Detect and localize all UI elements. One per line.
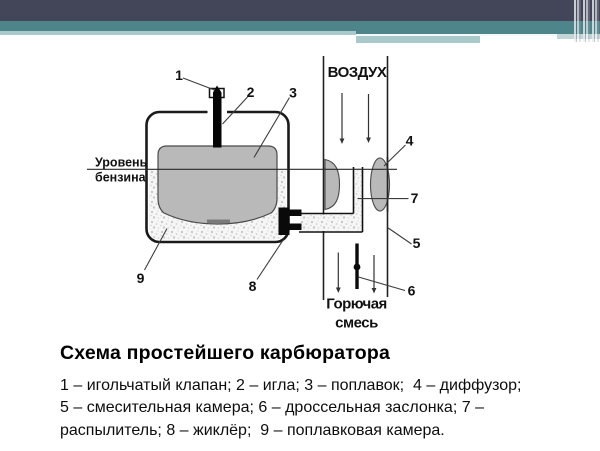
mixture-label-line2: смесь (335, 315, 378, 332)
throttle-valve (353, 243, 361, 289)
leader-lines (144, 77, 412, 292)
part-number-9: 9 (137, 270, 145, 286)
sprayer-tube (299, 167, 364, 233)
part-number-2: 2 (247, 84, 255, 100)
sprayer-fuel-stipple (354, 168, 362, 215)
tube-fuel-stipple (300, 214, 362, 231)
part-number-4: 4 (406, 133, 414, 149)
header-band-light-right (356, 36, 480, 43)
fuel-level-label-line1: Уровень (95, 156, 148, 170)
venturi-right-bulge (369, 157, 391, 212)
header-band-teal (0, 20, 600, 31)
airflow-arrows (339, 93, 371, 144)
header-band-dark (0, 0, 600, 21)
float (157, 145, 278, 225)
caption-line-3: распылитель; 8 – жиклёр; 9 – поплавковая… (60, 421, 445, 439)
venturi-left-bulge (324, 158, 341, 211)
mixture-label-line1: Горючая (326, 296, 387, 313)
float-bottom-mark (207, 219, 230, 223)
caption-line-1: 1 – игольчатый клапан; 2 – игла; 3 – поп… (60, 377, 522, 394)
page-title: Схема простейшего карбюратора (60, 342, 391, 364)
fuel-level-label-line2: бензина (95, 171, 147, 185)
part-number-8: 8 (249, 278, 257, 294)
needle (213, 85, 222, 148)
header-edge-stripes-decoration (572, 0, 600, 42)
caption-line-2: 5 – смесительная камера; 6 – дроссельная… (60, 399, 484, 417)
header-band-light-left (0, 30, 356, 35)
part-number-3: 3 (289, 85, 297, 101)
air-label: ВОЗДУХ (328, 64, 387, 81)
header-white-line (356, 33, 557, 36)
caption: 1 – игольчатый клапан; 2 – игла; 3 – поп… (60, 375, 580, 442)
part-number-6: 6 (408, 283, 416, 299)
part-number-5: 5 (413, 235, 421, 251)
part-number-7: 7 (411, 190, 419, 206)
part-number-1: 1 (175, 67, 183, 83)
mixture-arrows (335, 252, 377, 294)
jet-fitting (278, 207, 302, 235)
header-band-teal-right (356, 20, 600, 34)
carburetor-diagram: 1 2 3 4 5 6 7 8 9 ВОЗДУХ Уровень бензина… (87, 56, 421, 332)
